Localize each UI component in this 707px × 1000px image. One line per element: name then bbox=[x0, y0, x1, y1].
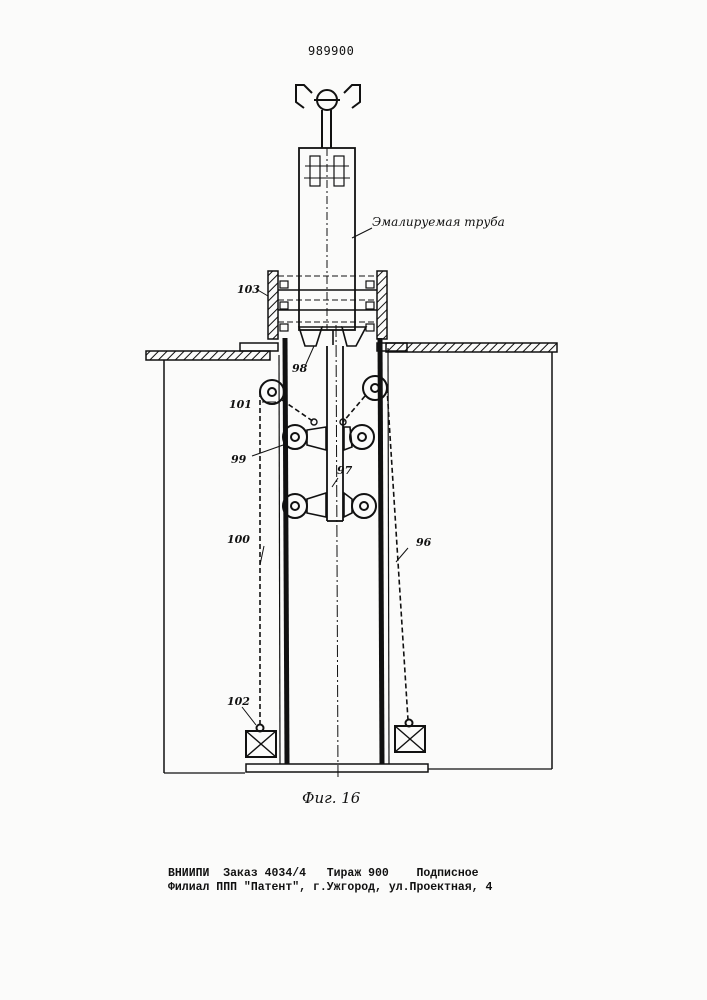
label-96: 96 bbox=[416, 536, 431, 549]
footer-imprint-line-2: Филиал ППП "Патент", г.Ужгород, ул.Проек… bbox=[168, 881, 492, 894]
label-97: 97 bbox=[337, 464, 352, 477]
carriage-rollers bbox=[283, 419, 376, 518]
center-axis bbox=[336, 325, 338, 778]
tank-frame bbox=[146, 343, 557, 773]
label-98: 98 bbox=[292, 362, 307, 375]
footer-imprint-line-1: ВНИИПИ Заказ 4034/4 Тираж 900 Подписное bbox=[168, 867, 479, 880]
label-103: 103 bbox=[237, 283, 260, 296]
guide-columns bbox=[279, 338, 389, 764]
label-101: 101 bbox=[229, 398, 252, 411]
label-99: 99 bbox=[231, 453, 246, 466]
figure-caption: Фиг. 16 bbox=[302, 789, 360, 807]
lifting-hook bbox=[296, 85, 360, 148]
carriage-rod bbox=[327, 346, 343, 521]
label-102: 102 bbox=[227, 695, 250, 708]
enamelled-pipe bbox=[299, 148, 355, 330]
counterweights bbox=[246, 720, 425, 758]
label-100: 100 bbox=[227, 533, 250, 546]
enamelled-pipe-label: Эмалируемая труба bbox=[372, 215, 505, 229]
